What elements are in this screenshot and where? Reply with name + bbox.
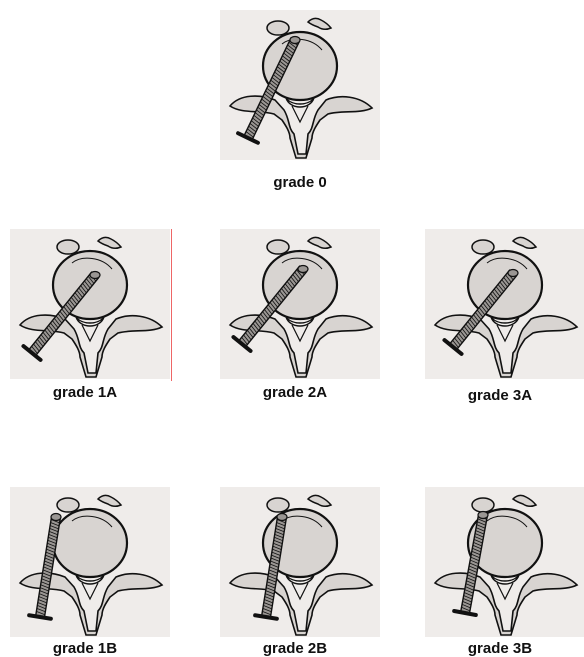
panel-grade-1a <box>10 229 170 379</box>
lamina-outline <box>292 583 308 599</box>
small-oval-left <box>267 498 289 512</box>
panel-grade-3a <box>425 229 584 379</box>
panel-label-grade-0: grade 0 <box>220 174 380 191</box>
screw-head <box>29 615 51 618</box>
small-oval-left <box>57 240 79 254</box>
small-oval-right <box>98 237 121 248</box>
lamina-outline <box>82 583 98 599</box>
panel-label-grade-1a: grade 1A <box>5 384 165 401</box>
small-oval-left <box>57 498 79 512</box>
small-oval-right <box>513 237 536 248</box>
screw-tip <box>277 514 287 521</box>
screw-head <box>454 611 476 615</box>
panel-border-line <box>171 229 172 381</box>
vertebral-body <box>53 509 127 577</box>
lamina-outline <box>292 106 308 122</box>
vertebra-screw-diagram-grade-1b <box>10 487 170 637</box>
lamina-outline <box>292 325 308 341</box>
vertebra-screw-diagram-grade-3b <box>425 487 584 637</box>
vertebra-screw-diagram-grade-2b <box>220 487 380 637</box>
panel-grade-1b <box>10 487 170 637</box>
vertebra-screw-diagram-grade-0 <box>220 10 380 160</box>
vertebra-screw-diagram-grade-3a <box>425 229 584 379</box>
small-oval-right <box>308 495 331 506</box>
small-oval-left <box>472 240 494 254</box>
panel-grade-3b <box>425 487 584 637</box>
screw-head <box>255 615 277 618</box>
vertebra-screw-diagram-grade-1a <box>10 229 170 379</box>
screw-tip <box>478 512 488 519</box>
lamina-outline <box>497 325 513 341</box>
small-oval-right <box>98 495 121 506</box>
panel-label-grade-3b: grade 3B <box>420 640 580 657</box>
panel-label-grade-1b: grade 1B <box>5 640 165 657</box>
panel-label-grade-3a: grade 3A <box>420 387 580 404</box>
panel-label-grade-2a: grade 2A <box>215 384 375 401</box>
lamina-outline <box>497 583 513 599</box>
screw-tip <box>51 514 61 521</box>
screw-tip <box>298 266 308 273</box>
small-oval-right <box>308 237 331 248</box>
small-oval-right <box>513 495 536 506</box>
lamina-outline <box>82 325 98 341</box>
small-oval-left <box>472 498 494 512</box>
screw-tip <box>290 37 300 44</box>
small-oval-left <box>267 21 289 35</box>
panel-grade-2b <box>220 487 380 637</box>
panel-grade-2a <box>220 229 380 379</box>
vertebra-screw-diagram-grade-2a <box>220 229 380 379</box>
small-oval-left <box>267 240 289 254</box>
panel-label-grade-2b: grade 2B <box>215 640 375 657</box>
panel-grade-0 <box>220 10 380 160</box>
small-oval-right <box>308 18 331 29</box>
screw-tip <box>90 272 100 279</box>
screw-tip <box>508 270 518 277</box>
